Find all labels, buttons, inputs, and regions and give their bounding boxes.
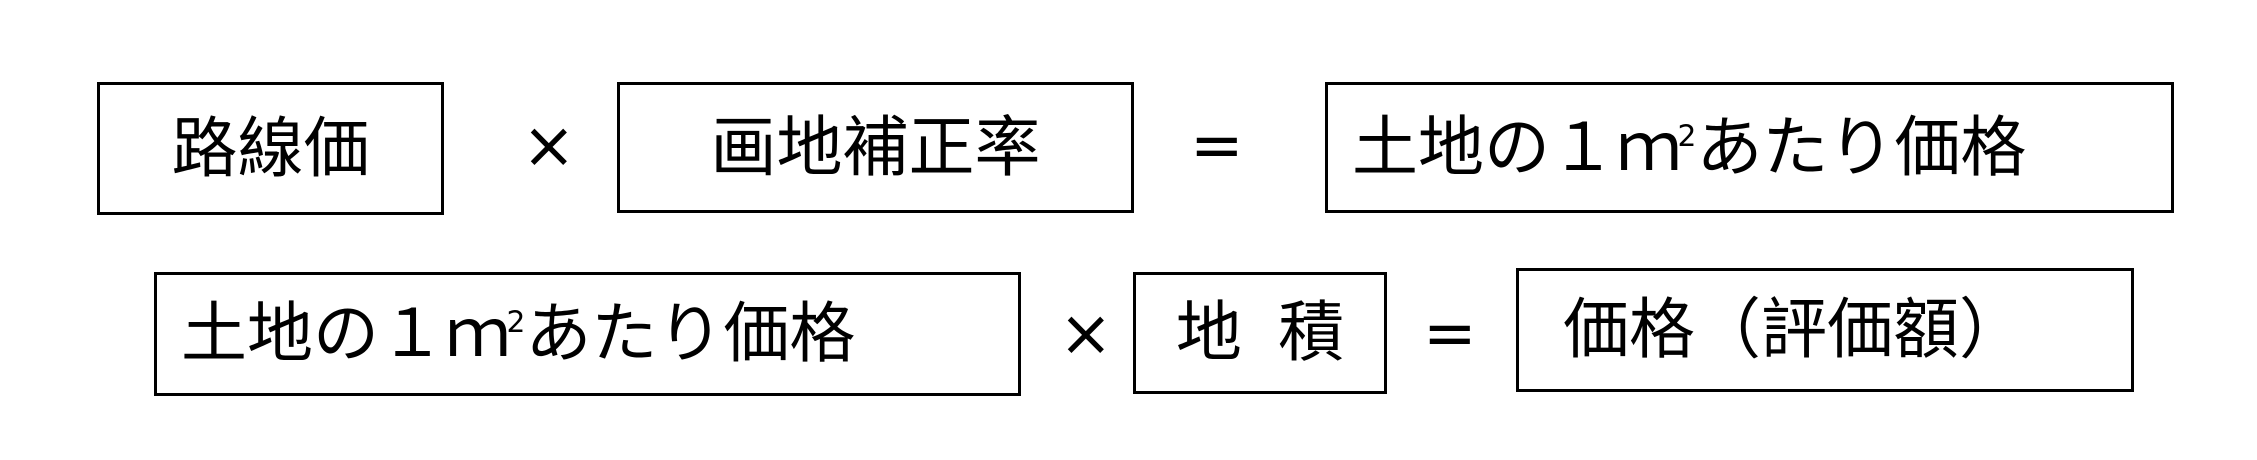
price-per-sqm-label: 土地の１ｍ2あたり価格	[1352, 108, 2027, 186]
squared-superscript: 2	[1677, 118, 1697, 154]
squared-superscript: 2	[506, 305, 526, 341]
price-per-sqm-term-box: 土地の１ｍ2あたり価格	[154, 272, 1021, 396]
assessed-value-label: 価格（評価額）	[1563, 291, 2025, 368]
lot-correction-rate-box: 画地補正率	[617, 82, 1134, 213]
route-price-label: 路線価	[171, 109, 370, 187]
price-per-sqm-term-label: 土地の１ｍ2あたり価格	[181, 295, 856, 372]
lot-correction-rate-label: 画地補正率	[710, 108, 1041, 186]
assessed-value-result-box: 価格（評価額）	[1516, 268, 2134, 392]
multiply-operator-row-1: ×	[522, 109, 576, 183]
equals-operator-row-1: =	[1190, 109, 1244, 183]
multiply-operator-row-2: ×	[1059, 297, 1113, 371]
price-per-sqm-result-box: 土地の１ｍ2あたり価格	[1325, 82, 2174, 213]
land-area-label: 地積	[1175, 294, 1381, 371]
equals-operator-row-2: =	[1423, 297, 1477, 371]
route-price-box: 路線価	[97, 82, 444, 215]
land-area-box: 地積	[1133, 272, 1387, 394]
